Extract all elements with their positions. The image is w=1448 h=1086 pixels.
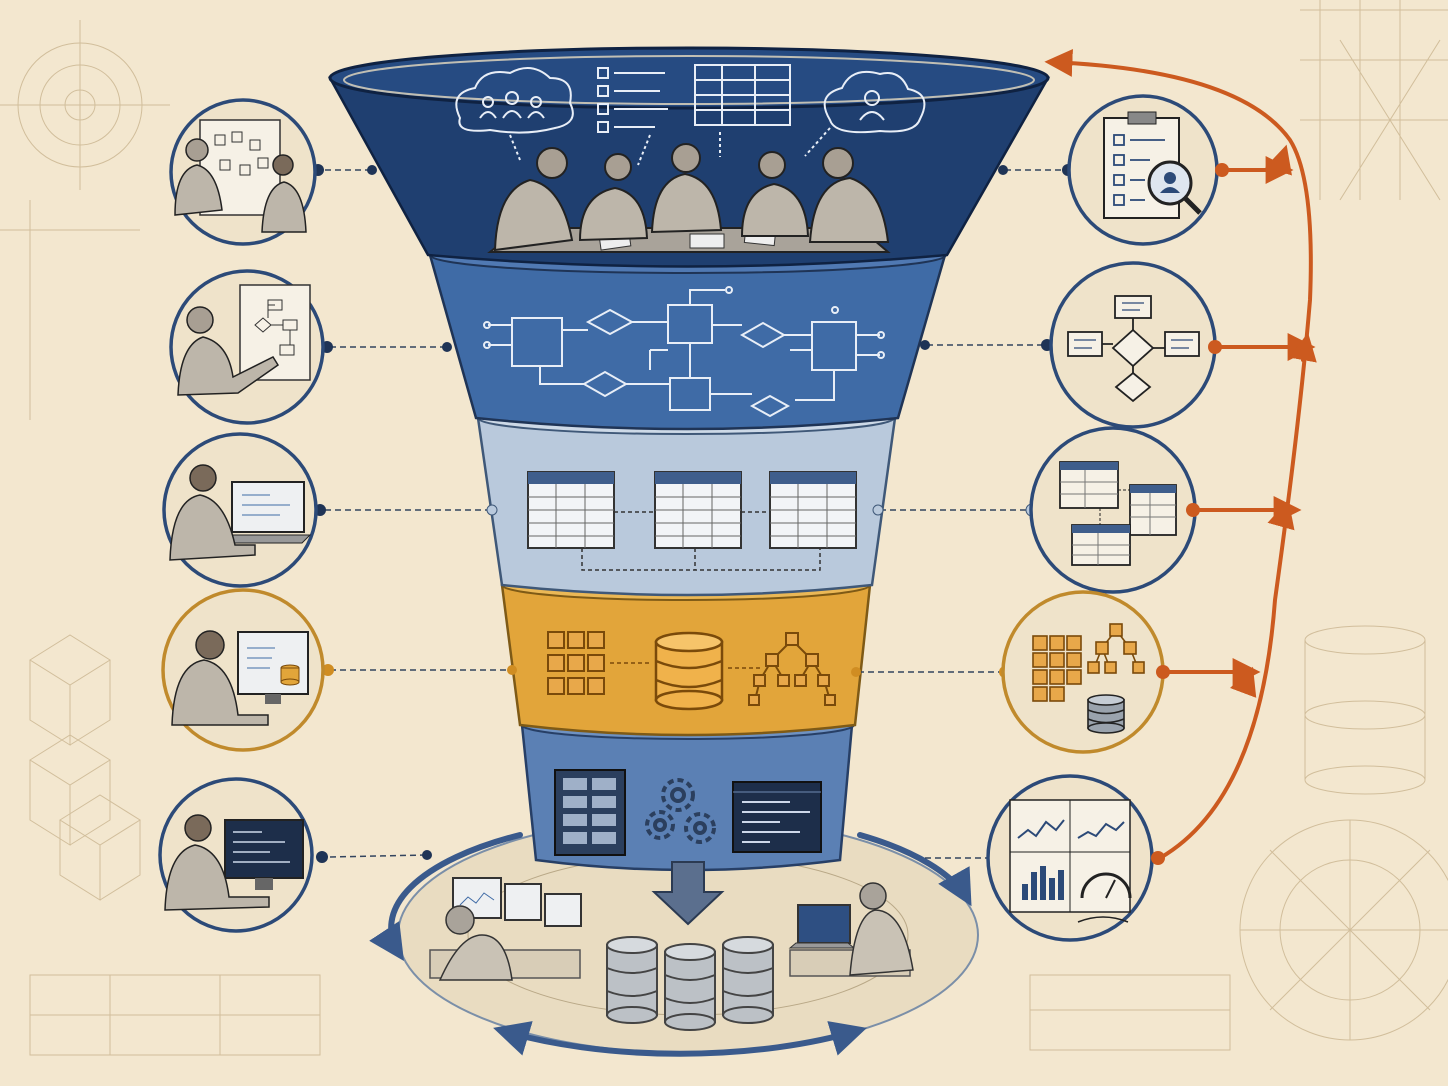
artifact-table-schema	[1029, 426, 1197, 594]
feedback-loop-dots	[1151, 163, 1229, 865]
database-cylinder-icon	[664, 943, 716, 1031]
er-diagram	[483, 286, 885, 418]
code-window-icon	[732, 781, 822, 853]
feedback-loop-main-curve	[1044, 48, 1313, 860]
left-activities	[158, 98, 325, 933]
monitor-database-icon	[171, 630, 309, 726]
clipboard-magnifier-icon	[1103, 111, 1202, 219]
funnel-layer-logical-design	[476, 401, 897, 597]
database-cylinders	[606, 936, 774, 1031]
laptop-icon	[788, 882, 914, 977]
workstation-icon	[429, 877, 582, 981]
activity-database-tuning	[161, 588, 325, 752]
feedback-loop	[1044, 48, 1317, 860]
activity-sticky-note-workshop	[169, 98, 317, 246]
people-cloud-icon	[455, 67, 574, 161]
artifact-monitoring-dashboard	[986, 774, 1154, 942]
cycle-arrow-bottom	[493, 1021, 867, 1057]
database-icon	[654, 631, 724, 711]
funnel-layer-requirements	[327, 46, 1051, 268]
team-meeting-scene	[487, 143, 891, 253]
activity-coding	[158, 777, 314, 933]
entity-box-icon	[511, 317, 563, 367]
server-rack-icon	[554, 769, 626, 856]
left-connectors	[325, 169, 510, 858]
tables-icon	[1059, 461, 1177, 566]
grid-tree-database-icon	[1032, 623, 1145, 734]
database-cylinder-icon	[722, 936, 774, 1024]
tree-icon	[748, 632, 836, 706]
left-connector-dots	[312, 164, 517, 863]
table-icon	[769, 471, 857, 549]
activity-diagram-sketching	[169, 269, 325, 425]
artifact-flowchart	[1049, 261, 1217, 429]
database-cylinder-icon	[606, 936, 658, 1024]
checklist-icon	[597, 67, 668, 166]
table-icon	[654, 471, 742, 549]
table-icon	[527, 471, 615, 549]
base-platform	[369, 816, 979, 1057]
cycle-arrow-left	[369, 832, 523, 962]
background-sketches	[0, 0, 1448, 1056]
right-connectors	[858, 169, 1065, 859]
funnel	[327, 46, 1051, 926]
artifact-requirements-review	[1067, 94, 1219, 246]
monitor-code-icon	[164, 814, 304, 911]
right-artifacts	[986, 94, 1219, 942]
grid-icon	[547, 631, 605, 695]
activity-table-modeling	[162, 432, 318, 588]
cycle-arrow-right	[857, 832, 972, 907]
laptop-person-icon	[169, 464, 312, 561]
whiteboard-person-icon	[177, 284, 311, 396]
relationship-diamond-icon	[749, 394, 791, 418]
artifact-index-and-storage	[1001, 590, 1165, 754]
gears-icon	[645, 778, 716, 844]
output-down-arrow	[651, 861, 725, 926]
person-cloud-icon	[804, 70, 926, 157]
table-icon	[694, 64, 791, 157]
whiteboard-team-icon	[174, 119, 307, 233]
dashboard-charts-icon	[1009, 799, 1132, 923]
flowchart-icon	[1067, 295, 1200, 403]
